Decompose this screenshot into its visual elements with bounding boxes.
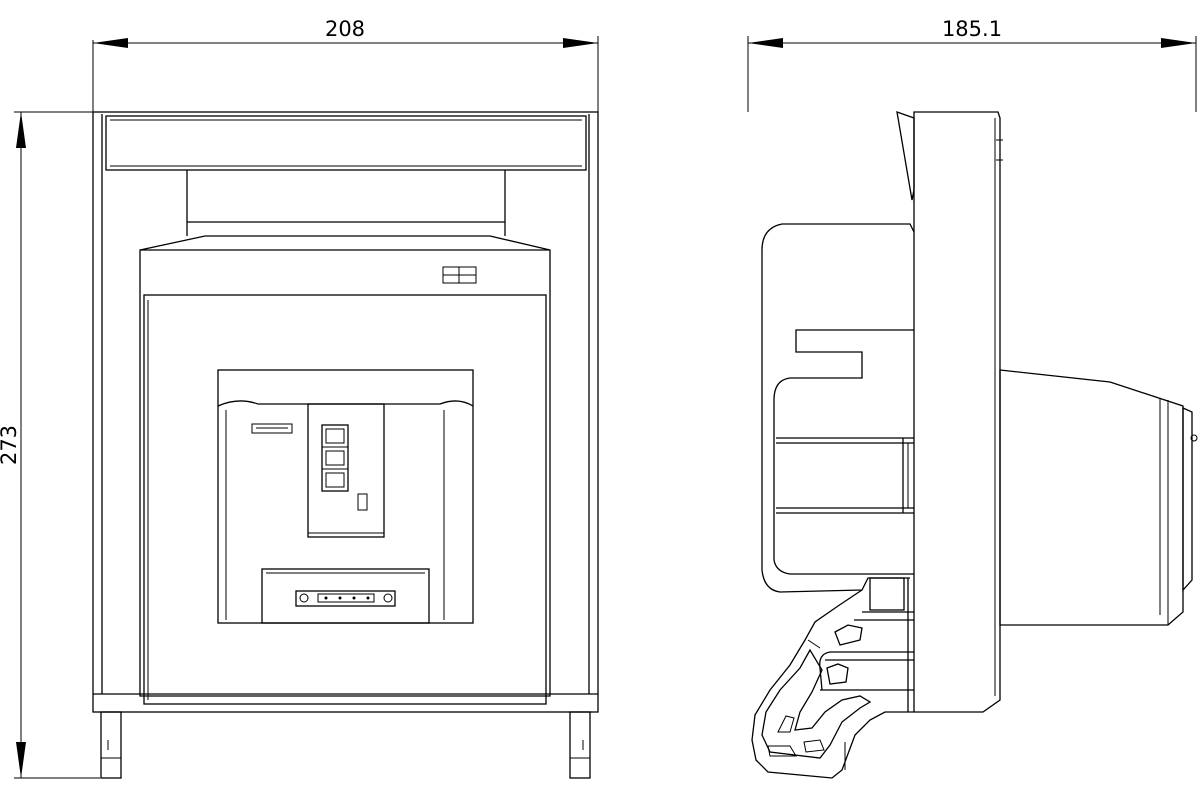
dimension-front-width-label: 208 — [325, 17, 365, 41]
dimension-side-width-label: 185.1 — [942, 17, 1002, 41]
neck — [186, 170, 506, 236]
terminal-block — [261, 568, 430, 624]
indicator-column — [321, 424, 349, 492]
label-plate-icon — [442, 266, 477, 284]
mounting-feet — [100, 711, 591, 779]
protruding-module — [999, 369, 1198, 626]
connector — [295, 590, 396, 607]
internal-rails — [776, 437, 914, 514]
rear-slot — [773, 329, 914, 575]
dimension-height-label: 273 — [0, 425, 21, 465]
inner-module — [217, 369, 474, 624]
dimension-front-width: 208 — [92, 17, 599, 112]
dimension-side-width: 185.1 — [747, 17, 1197, 112]
main-body — [139, 235, 551, 705]
brand-logo-plate — [251, 423, 293, 434]
status-led — [357, 493, 368, 511]
din-clip — [751, 589, 914, 779]
dimension-height: 273 — [0, 111, 100, 779]
lower-profile — [819, 577, 914, 712]
side-view — [751, 111, 1198, 779]
top-wedge — [896, 111, 915, 201]
front-enclosure-outline — [92, 111, 599, 713]
display-panel — [307, 403, 385, 538]
front-plate — [913, 111, 1003, 713]
top-cover — [105, 115, 587, 171]
front-view — [92, 111, 599, 779]
rear-housing — [761, 223, 915, 593]
